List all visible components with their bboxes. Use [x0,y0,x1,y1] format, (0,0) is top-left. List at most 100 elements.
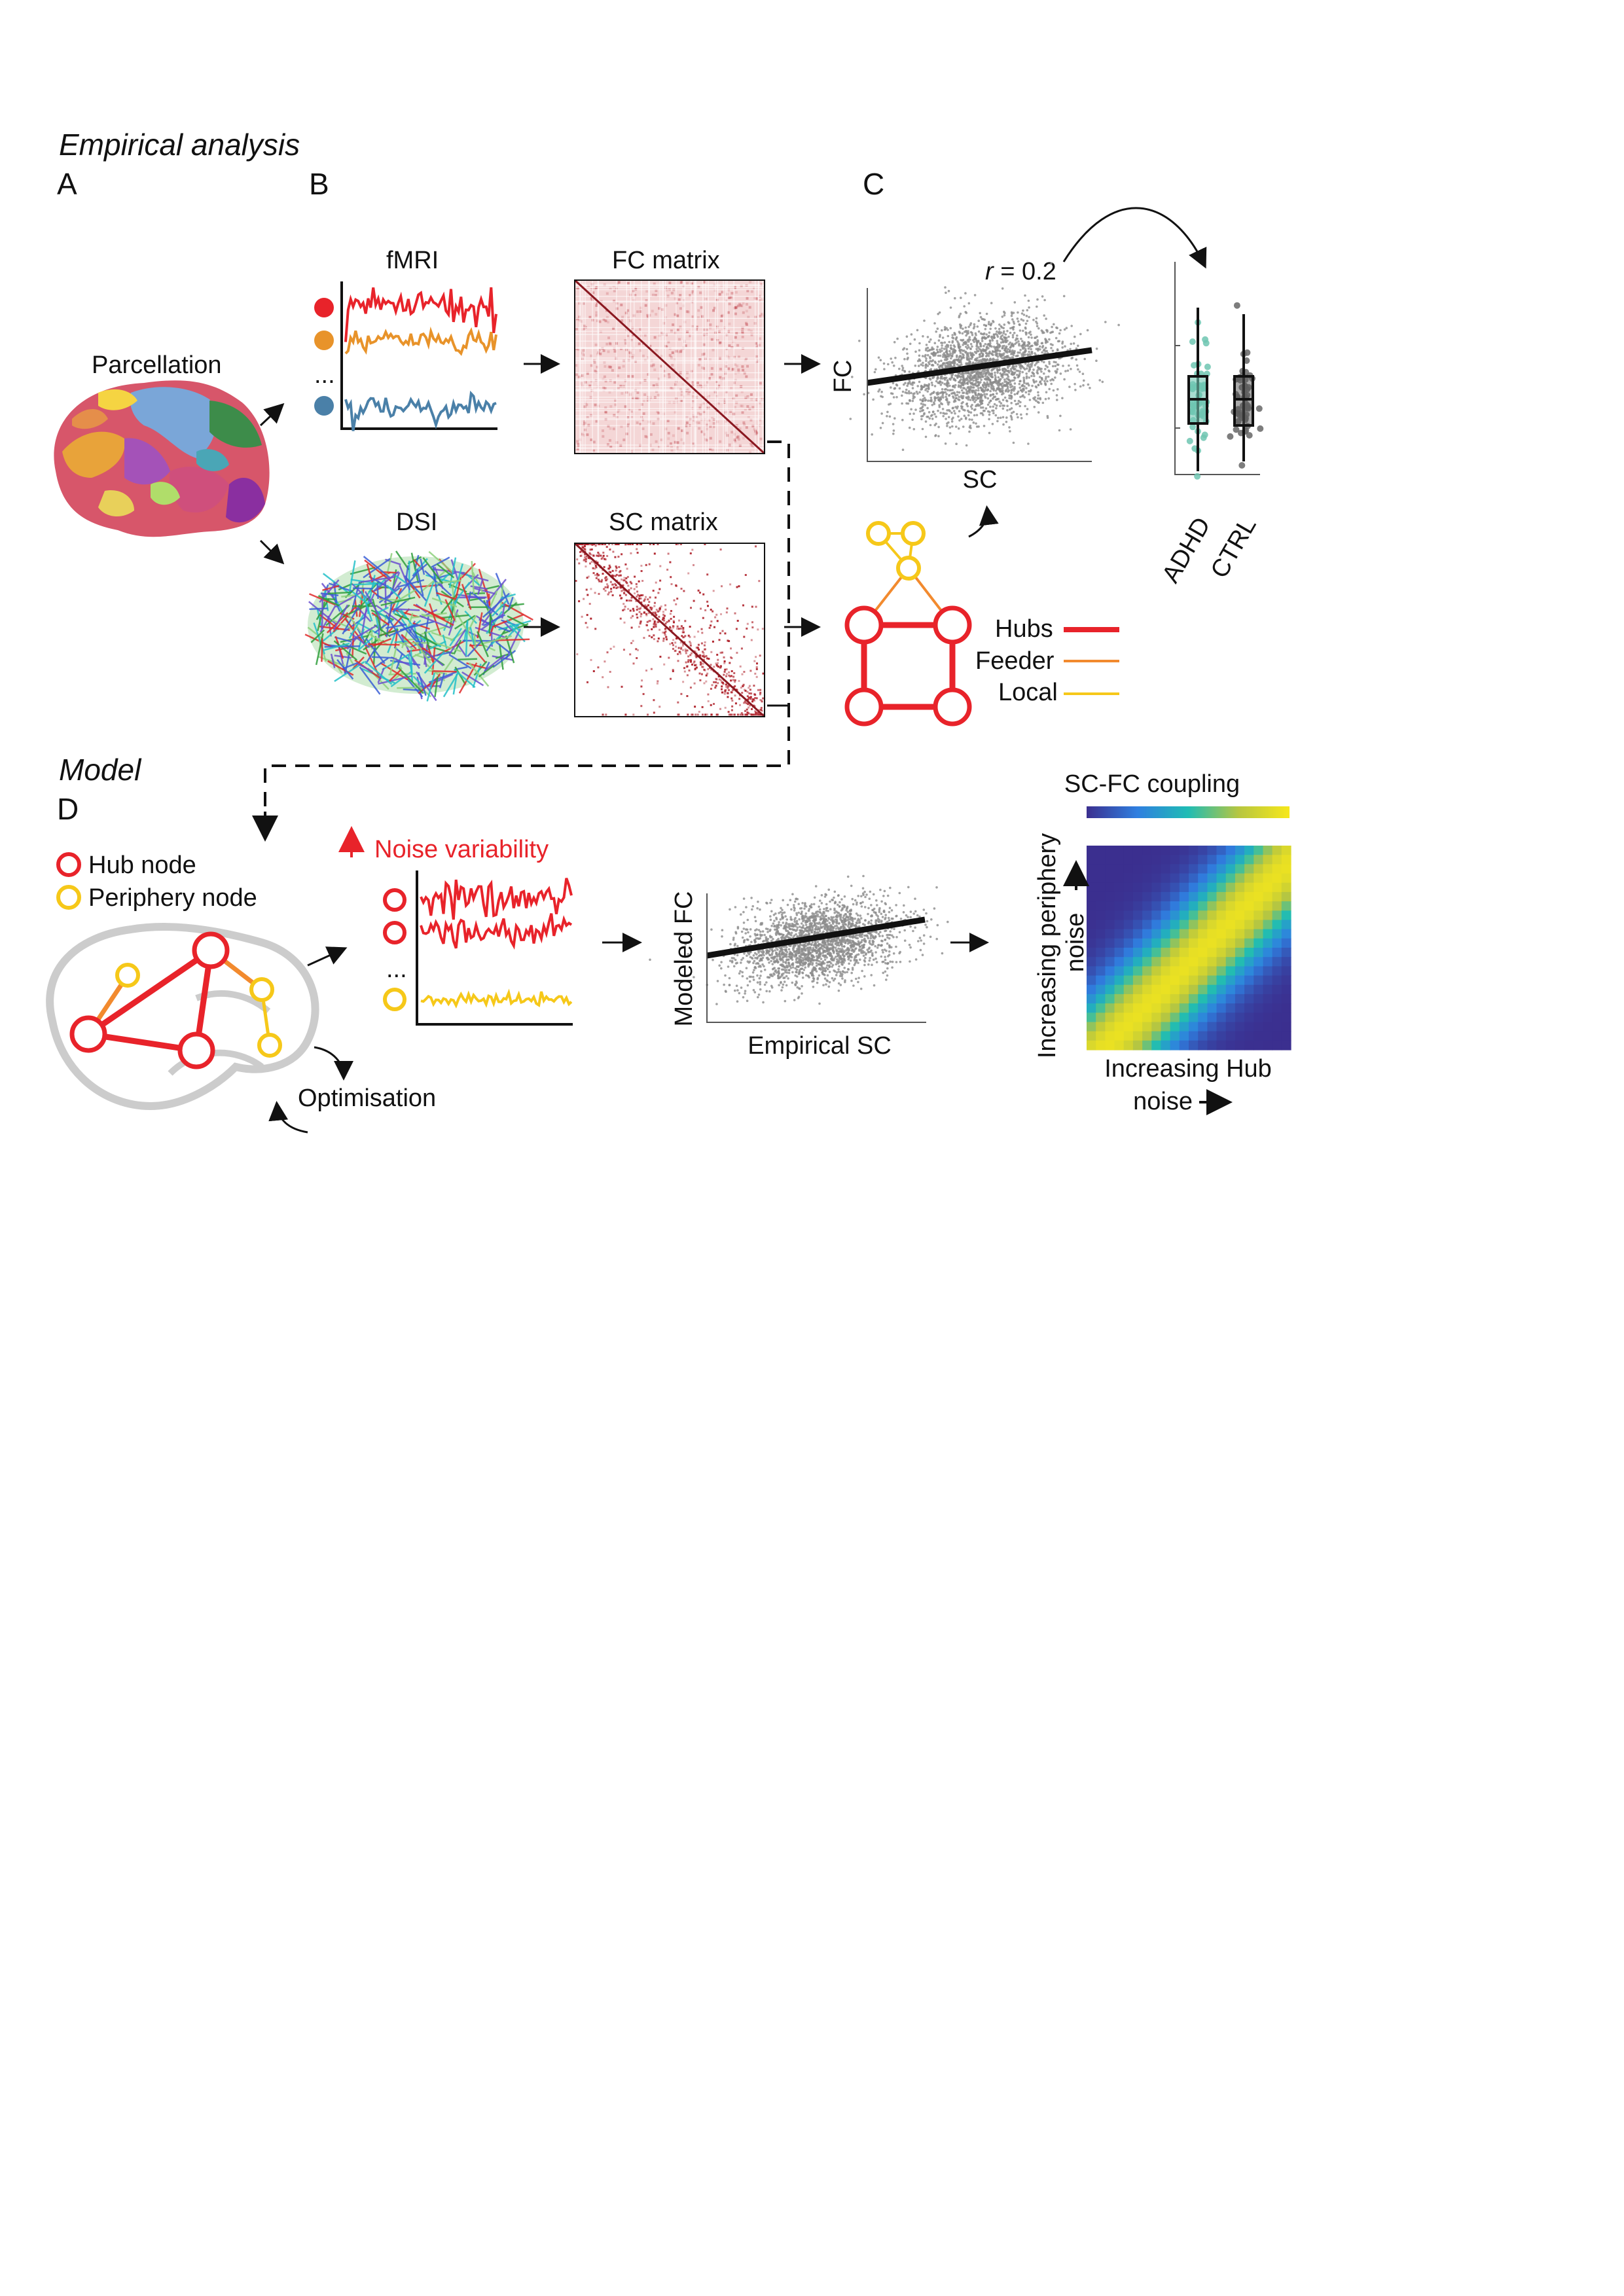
fc-matrix-cell [652,365,655,368]
sc-fc-scatter-point [901,368,904,372]
sc-fc-scatter-point [908,379,911,382]
sc-matrix-cell [704,648,706,651]
fc-matrix-cell [725,348,729,351]
sc-matrix-cell [691,652,693,655]
fc-matrix-cell [620,425,623,428]
sc-matrix-cell [731,689,734,691]
sc-fc-scatter-point [1019,349,1022,351]
dsi-tractography-image [304,550,533,702]
dsi-fibre [327,660,354,676]
sc-matrix-cell [621,685,623,688]
sc-fc-scatter-point [967,332,970,334]
sc-matrix-cell [680,588,683,590]
sc-matrix-cell [628,600,630,602]
sc-matrix-cell [712,640,714,643]
sc-matrix-cell [703,668,706,671]
dsi-fibre [448,629,467,655]
modeled-fc-scatter-point [768,990,771,993]
sc-fc-scatter-point [1037,394,1039,397]
sc-matrix-cell [687,634,690,637]
sc-fc-scatter-point [990,322,993,325]
sc-matrix-cell [624,589,626,592]
sc-matrix-cell [759,689,762,691]
sc-fc-scatter-point [981,317,984,321]
fc-matrix-cell [691,291,694,295]
sc-fc-scatter-point [903,370,906,372]
fc-matrix-cell [729,410,732,413]
fc-matrix-cell [614,399,617,402]
sc-matrix-cell [600,581,603,583]
dsi-fibre [506,619,521,632]
sc-fc-scatter-point [944,376,947,380]
dsi-fibre [327,591,352,595]
dsi-fibre [370,637,392,648]
sc-matrix-cell [704,641,706,643]
sc-fc-scatter-point [953,391,956,394]
sc-matrix-cell [636,552,639,554]
sc-fc-scatter-point [968,361,971,363]
fc-matrix-cell [758,314,761,317]
sc-matrix-cell [748,712,750,715]
fmri-axes [340,281,497,430]
dsi-fibre [366,564,374,583]
sc-fc-scatter-point [933,391,935,393]
sc-matrix-cell [604,558,607,561]
sc-fc-scatter-point [1032,368,1035,371]
sc-fc-scatter-point [1045,391,1048,394]
sc-fc-scatter-point [1095,348,1098,350]
fc-matrix-cell [615,416,619,419]
sc-matrix-cell [664,604,666,607]
sc-matrix-cell [594,545,597,547]
modeled-fc-scatter-point [864,895,867,899]
sc-matrix-cell [696,713,699,716]
sc-fc-scatter-point [922,394,925,397]
sc-fc-scatter-point [1009,384,1011,386]
dsi-fibre [342,643,367,655]
modeled-fc-scatter-point [822,984,825,986]
sc-fc-scatter-point [1062,295,1066,298]
sc-fc-scatter-point [886,410,889,414]
sc-matrix-cell [699,663,702,666]
sc-matrix-cell [745,713,748,716]
sc-fc-scatter-point [995,404,998,407]
fc-matrix-cell [624,342,627,345]
sc-fc-scatter-point [919,399,922,401]
sc-matrix-cell [617,556,620,558]
sc-fc-scatter-point [944,286,947,289]
fc-matrix-cell [590,364,593,367]
sc-fc-scatter-point [1065,327,1068,330]
fc-matrix-cell [705,439,708,442]
sc-matrix-cell [639,622,641,625]
parcellation-label: Parcellation [92,351,222,379]
sc-matrix-cell [680,692,683,695]
fc-matrix-cell [703,433,706,436]
sc-matrix-cell [642,692,645,695]
rich-club-network [844,521,972,726]
sc-matrix-cell [630,582,633,584]
sc-matrix-cell [656,682,659,685]
sc-fc-scatter-point [947,329,949,331]
sc-fc-scatter-point [920,415,923,418]
sc-matrix-cell [691,548,694,551]
sc-fc-scatter-point [960,386,962,389]
sc-fc-scatter-point [992,409,995,412]
sc-matrix-cell [669,643,672,645]
fc-matrix-cell [696,382,699,384]
dsi-fibre [461,583,472,610]
sc-matrix-cell [724,668,727,671]
sc-fc-scatter-point [926,406,929,410]
dsi-fibre [317,595,340,607]
hub-node-legend-icon [56,852,81,877]
sc-fc-scatter-point [1030,344,1033,348]
sc-fc-scatter-point [880,412,883,415]
fc-matrix-cell [640,306,643,310]
sc-fc-scatter-point [952,359,956,362]
sc-matrix-cell [760,699,763,702]
sc-fc-scatter-point [1015,403,1018,406]
fc-matrix-cell [583,327,586,331]
dsi-fibre [371,656,394,659]
modeled-fc-scatter-point [801,977,804,979]
sc-matrix-cell [760,707,763,709]
sc-fc-scatter-point [994,371,996,374]
fc-matrix-cell [592,291,595,295]
